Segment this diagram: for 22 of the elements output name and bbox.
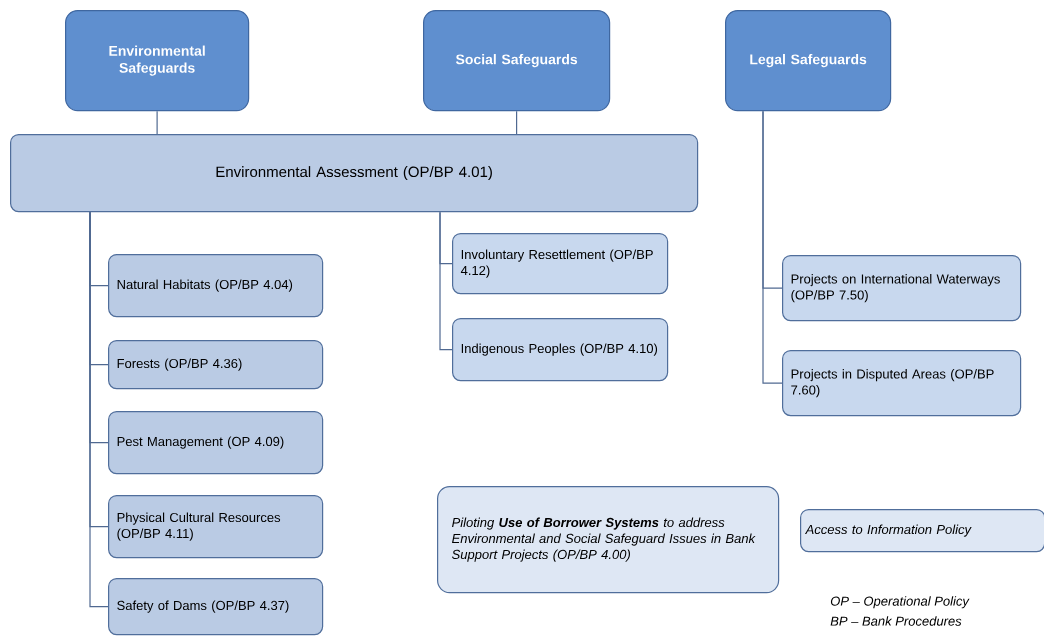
policy-box: Safety of Dams (OP/BP 4.37) <box>108 578 324 636</box>
policy-box: Natural Habitats (OP/BP 4.04) <box>108 254 324 318</box>
connector-line <box>89 211 109 608</box>
safeguard-box: Environmental Safeguards <box>65 10 250 112</box>
policy-box: Projects in Disputed Areas (OP/BP 7.60) <box>782 350 1022 417</box>
safeguard-box: Social Safeguards <box>423 10 611 112</box>
abbreviation-note: OP – Operational Policy <box>830 596 970 609</box>
policy-box: Access to Information Policy <box>800 509 1044 553</box>
connector-line <box>762 110 783 384</box>
connector-line <box>156 110 158 135</box>
safeguard-box: Legal Safeguards <box>725 10 892 112</box>
policy-box: Indigenous Peoples (OP/BP 4.10) <box>452 318 669 382</box>
assessment-box: Environmental Assessment (OP/BP 4.01) <box>10 134 699 213</box>
abbreviation-note: BP – Bank Procedures <box>830 616 962 626</box>
connector-line <box>439 211 453 351</box>
policy-box: Physical Cultural Resources (OP/BP 4.11) <box>108 495 324 559</box>
policy-box: Piloting Use of Borrower Systems to address Environmental and Social Safeguard Issues in Bank Support Projects (OP/BP 4.00) <box>437 486 780 594</box>
policy-box: Forests (OP/BP 4.36) <box>108 340 324 390</box>
policy-box: Projects on International Waterways (OP/BP 7.50) <box>782 255 1022 322</box>
policy-box: Involuntary Resettlement (OP/BP 4.12) <box>452 233 669 295</box>
policy-box: Pest Management (OP 4.09) <box>108 411 324 475</box>
connector-line <box>516 110 518 135</box>
